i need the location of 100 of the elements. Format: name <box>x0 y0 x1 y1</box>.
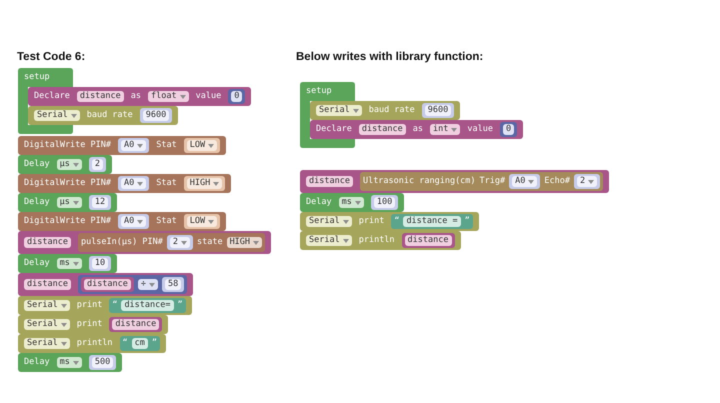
pin-block <box>118 214 150 229</box>
quote-mark: ” <box>178 300 183 311</box>
dropdown-field: Serial <box>306 216 352 227</box>
number-block <box>140 108 172 123</box>
dropdown-field: A0 <box>512 176 538 187</box>
function-block <box>78 233 266 252</box>
heading: Test Code 6: <box>17 50 86 64</box>
quote-mark: ” <box>152 338 158 349</box>
text-field: distance = <box>403 216 461 227</box>
text-field: distance= <box>121 300 174 311</box>
statement-block <box>18 353 122 372</box>
block-label: pulseIn(µs) PIN# <box>80 237 163 248</box>
block-label: setup <box>306 86 332 97</box>
block-label: baud rate <box>86 110 133 121</box>
statement-block <box>18 334 166 353</box>
dropdown-field: HIGH <box>226 237 262 248</box>
statement-block <box>18 155 112 174</box>
block-label: state <box>196 237 223 248</box>
quote-mark: “ <box>122 338 128 349</box>
dropdown-field: float <box>148 91 189 102</box>
dropdown-field: int <box>430 124 460 135</box>
block-label: value <box>467 124 493 135</box>
statement-block <box>300 212 479 231</box>
setup-block <box>300 82 355 148</box>
block-label: Stat <box>156 178 177 189</box>
variable-block <box>80 277 134 292</box>
dropdown-field: Serial <box>24 338 70 349</box>
block-label: println <box>358 235 395 246</box>
statement-block <box>300 170 610 193</box>
variable-field: distance <box>358 124 406 135</box>
number-block <box>500 122 518 137</box>
level-block <box>184 214 220 229</box>
number-field: 0 <box>231 91 242 102</box>
block-label: setup <box>24 72 50 83</box>
variable-field: distance <box>84 279 131 290</box>
number-field: 2 <box>92 159 103 170</box>
block-label: Trig# <box>480 176 506 187</box>
block-label: Stat <box>156 140 177 151</box>
text-block <box>109 298 186 313</box>
heading: Below writes with library function: <box>296 50 484 64</box>
dropdown-field: A0 <box>121 140 146 151</box>
block-label: Delay <box>24 159 50 170</box>
number-field: 100 <box>374 197 396 208</box>
number-field: 500 <box>92 357 114 368</box>
block-label: println <box>76 338 113 349</box>
number-field: 12 <box>92 197 108 208</box>
number-block <box>228 89 246 104</box>
dropdown-field: Serial <box>316 105 362 116</box>
variable-field: distance <box>404 235 452 246</box>
block-label: baud rate <box>368 105 415 116</box>
statement-block <box>300 193 404 212</box>
number-block <box>422 103 454 118</box>
variable-block <box>402 233 454 248</box>
number-field: 9600 <box>424 105 452 116</box>
dropdown-field: 2 <box>170 237 190 248</box>
variable-field: distance <box>76 91 124 102</box>
number-block <box>370 195 398 210</box>
block-label: DigitalWrite PIN# <box>24 216 111 227</box>
dropdown-field: µs <box>56 159 82 170</box>
pin-block <box>118 138 150 153</box>
dropdown-field: A0 <box>121 216 146 227</box>
level-block <box>184 138 220 153</box>
block-label: Declare <box>34 91 70 102</box>
number-field: 0 <box>502 124 514 135</box>
statement-block <box>300 231 460 250</box>
pin-block <box>118 176 150 191</box>
statement-block <box>28 87 252 106</box>
variable-field: distance <box>24 279 71 290</box>
statement-block <box>18 212 226 231</box>
statement-block <box>18 136 226 155</box>
variable-field: distance <box>112 319 160 330</box>
block-label: print <box>76 319 102 330</box>
block-label: print <box>76 300 102 311</box>
dropdown-field: ÷ <box>138 279 158 290</box>
level-block <box>184 176 226 191</box>
dropdown-field: ms <box>56 357 82 368</box>
block-label: DigitalWrite PIN# <box>24 140 111 151</box>
block-label: Delay <box>24 357 50 368</box>
dropdown-field: LOW <box>186 216 218 227</box>
block-label: value <box>196 91 222 102</box>
text-block <box>391 214 473 229</box>
block-label: DigitalWrite PIN# <box>24 178 111 189</box>
text-field: cm <box>132 338 148 349</box>
pin-block <box>166 235 193 250</box>
number-field: 58 <box>165 279 182 290</box>
block-label: print <box>358 216 384 227</box>
dropdown-field: A0 <box>121 178 146 189</box>
math-block <box>78 275 188 294</box>
block-label: Delay <box>24 258 50 269</box>
block-label: Delay <box>24 197 50 208</box>
number-block <box>88 157 106 172</box>
statement-block <box>18 254 118 273</box>
number-block <box>88 256 112 271</box>
pin-block <box>574 174 600 189</box>
function-block <box>360 172 604 191</box>
number-field: 9600 <box>142 110 170 121</box>
statement-block <box>28 106 178 125</box>
dropdown-field: 2 <box>576 176 598 187</box>
pin-block <box>509 174 540 189</box>
statement-block <box>18 174 232 193</box>
